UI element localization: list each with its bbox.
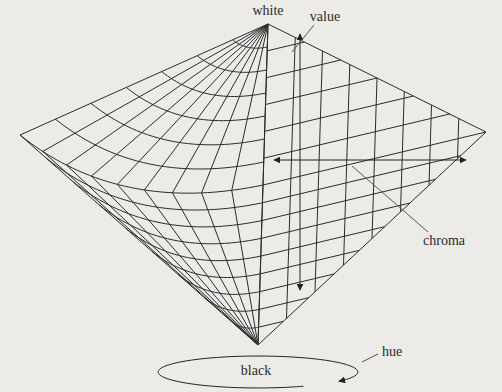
wireframe-line — [67, 24, 268, 165]
wireframe-line — [265, 96, 414, 131]
wireframe-line — [262, 179, 435, 220]
label: black — [241, 364, 271, 378]
wireframe-line — [259, 321, 284, 327]
wireframe-line — [55, 119, 263, 169]
wireframe-line — [144, 190, 258, 345]
wireframe-line — [20, 135, 263, 193]
wireframe-line — [232, 190, 258, 345]
wireframe-line — [260, 250, 359, 274]
wireframe-line — [315, 51, 323, 292]
wireframe-line — [261, 203, 410, 238]
wireframe-line — [202, 24, 268, 193]
wireframe-line — [91, 103, 265, 145]
wireframe-line — [91, 24, 268, 176]
wireframe-line — [73, 182, 262, 227]
value-arrow — [300, 34, 301, 290]
wireframe-line — [458, 119, 459, 159]
label: chroma — [423, 234, 465, 248]
wireframe-line — [260, 274, 334, 292]
wireframe-line — [261, 227, 385, 256]
wireframe-line — [197, 56, 266, 73]
wireframe-line — [117, 184, 258, 345]
wireframe-line — [372, 78, 377, 239]
wireframe-line — [202, 193, 258, 345]
wireframe-line — [20, 135, 258, 345]
wireframe-line — [162, 72, 266, 97]
wireframe-line — [205, 298, 259, 311]
hue-arrow — [158, 356, 358, 388]
wireframe-line — [117, 24, 268, 184]
wireframe-line — [262, 156, 460, 203]
wireframe-line — [429, 105, 432, 185]
label: value — [310, 10, 340, 24]
wireframe-line — [43, 24, 268, 151]
leader-line — [352, 166, 428, 232]
wireframe-line — [287, 38, 296, 319]
wireframe-line — [344, 65, 350, 266]
wireframe-line — [172, 24, 268, 193]
wireframe-line — [401, 92, 405, 212]
wireframe-line — [179, 275, 260, 294]
wireframe-line — [152, 252, 260, 278]
wireframe-line — [232, 24, 268, 190]
label: white — [252, 4, 283, 18]
leader-line — [362, 354, 378, 362]
wireframe-line — [266, 60, 340, 78]
chroma-arrow — [274, 160, 466, 161]
wireframe-line — [43, 151, 258, 345]
wireframe-line — [126, 87, 265, 120]
label: hue — [382, 345, 402, 359]
wireframe-line — [233, 40, 268, 48]
wireframe-line — [46, 158, 262, 210]
wireframe-line — [232, 322, 259, 328]
wireframe-line — [259, 298, 309, 310]
leader-line — [292, 25, 314, 52]
wireframe-line — [126, 228, 261, 260]
